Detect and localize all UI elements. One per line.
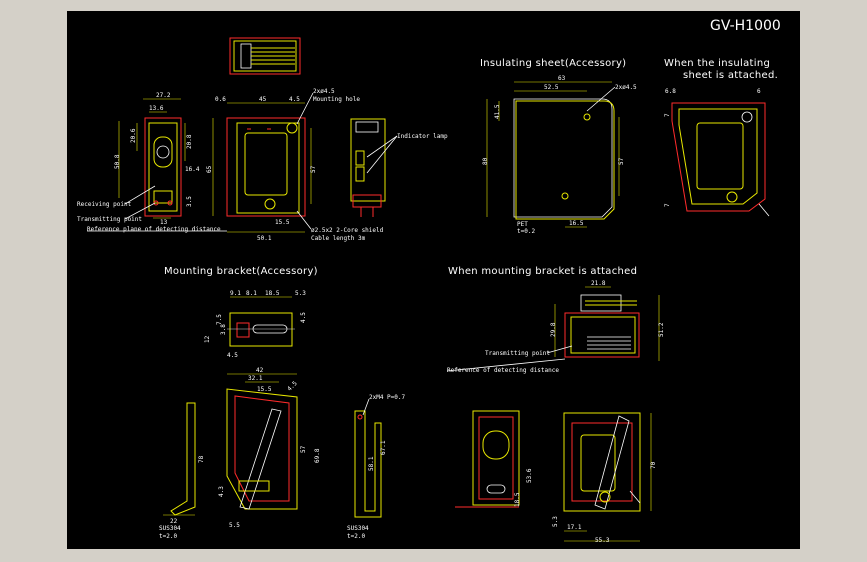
dim-4-5-b: 4.5 <box>300 312 307 323</box>
transmitting-point-2-label: Transmitting point <box>485 350 550 357</box>
dim-20-6: 20.6 <box>130 128 137 143</box>
bracket-attached-front-view: 53.6 18.5 <box>455 410 533 508</box>
dim-51-2: 51.2 <box>658 322 665 337</box>
dim-27-2: 27.2 <box>156 92 171 99</box>
cable-length-label: Cable length 3m <box>311 235 366 242</box>
mounting-hole-label: Mounting hole <box>313 96 360 103</box>
dim-4-3: 4.3 <box>218 486 225 497</box>
transmitting-point-label: Transmitting point <box>77 216 142 223</box>
dim-15-5: 15.5 <box>275 219 290 226</box>
dim-45: 45 <box>259 96 267 103</box>
dim-18-5: 18.5 <box>265 290 280 297</box>
sensor-top-view <box>229 37 301 75</box>
dim-16-4: 16.4 <box>185 166 200 173</box>
insulating-sheet-drawing: 63 52.5 2xø4.5 41.5 80 57 16.5 PET t=0.2 <box>482 75 637 235</box>
dim-69-8: 69.8 <box>314 448 321 463</box>
dim-4-5: 4.5 <box>289 96 300 103</box>
insulating-sheet-title: Insulating sheet(Accessory) <box>480 58 626 69</box>
dim-52-5: 52.5 <box>544 84 559 91</box>
dim-4-5-c: 4.5 <box>227 352 238 359</box>
dim-3-8: 3.8 <box>220 324 227 335</box>
dim-0-6: 0.6 <box>215 96 226 103</box>
cable-spec-label: ø2.5x2 2-Core shield <box>311 227 384 234</box>
dim-12: 12 <box>204 335 211 343</box>
dim-57-b: 57 <box>618 157 625 165</box>
sus-2-label: SUS304 <box>347 525 369 532</box>
dim-13-6: 13.6 <box>149 105 164 112</box>
dim-22: 22 <box>170 518 178 525</box>
pet-label: PET <box>517 221 528 228</box>
sus-1-label: SUS304 <box>159 525 181 532</box>
dim-21-8: 21.8 <box>591 280 606 287</box>
reference-plane-label: Reference plane of detecting distance <box>87 226 221 233</box>
dim-20-8: 20.8 <box>186 134 193 149</box>
dim-5-3: 5.3 <box>295 290 306 297</box>
pet-thickness-label: t=0.2 <box>517 228 535 235</box>
dim-78: 78 <box>198 455 205 463</box>
technical-drawing: GV-H1000 27.2 13.6 20.6 20.8 50.8 16.4 3… <box>77 18 781 544</box>
dim-41-5: 41.5 <box>494 104 501 119</box>
dim-5-3-b: 5.3 <box>552 516 559 527</box>
dim-15-5-b: 15.5 <box>257 386 272 393</box>
dim-5-5: 5.5 <box>229 522 240 529</box>
indicator-lamp-label: Indicator lamp <box>397 133 448 140</box>
dim-7: 7 <box>664 113 671 117</box>
sus-2-thickness: t=2.0 <box>347 533 365 540</box>
dim-32-1: 32.1 <box>248 375 263 382</box>
dim-6-8: 6.8 <box>665 88 676 95</box>
bracket-attached-title: When mounting bracket is attached <box>448 266 637 277</box>
dim-57-c: 57 <box>300 445 307 453</box>
mounting-bracket-title: Mounting bracket(Accessory) <box>164 266 318 277</box>
dim-6: 6 <box>757 88 761 95</box>
bracket-attached-side-view: 70 5.3 17.1 55.3 <box>552 412 657 544</box>
sensor-side-view: 0.6 45 4.5 65 57 15.5 50.1 2xø4.5 Mounti… <box>206 88 384 242</box>
mounting-hole-size-label: 2xø4.5 <box>313 88 335 95</box>
dim-8-1: 8.1 <box>246 290 257 297</box>
dim-16-5: 16.5 <box>569 220 584 227</box>
dim-7-b: 7 <box>664 203 671 207</box>
dim-53-6: 53.6 <box>526 468 533 483</box>
dim-63: 63 <box>558 75 566 82</box>
drawing-title: GV-H1000 <box>710 18 781 34</box>
reference-plane-2-label: Reference of detecting distance <box>447 367 559 374</box>
cad-drawing-viewport[interactable]: GV-H1000 27.2 13.6 20.6 20.8 50.8 16.4 3… <box>67 11 800 549</box>
dim-70: 70 <box>650 461 657 469</box>
dim-65: 65 <box>206 165 213 173</box>
dim-55-3: 55.3 <box>595 537 610 544</box>
dim-50-8: 50.8 <box>114 154 121 169</box>
sensor-front-view: 27.2 13.6 20.6 20.8 50.8 16.4 3.5 13 Rec… <box>77 92 227 233</box>
sensor-rear-view: Indicator lamp <box>350 118 448 217</box>
dim-50-1: 50.1 <box>257 235 272 242</box>
dim-57: 57 <box>310 165 317 173</box>
bracket-hole-label: 2xM4 P=0.7 <box>369 394 406 401</box>
dim-42: 42 <box>256 367 264 374</box>
mounting-bracket-top-view: 9.1 8.1 18.5 5.3 7.5 3.8 12 4.5 4.5 <box>204 290 307 359</box>
bracket-attached-top-view: 21.8 29.8 51.2 Transmitting point Refere… <box>446 280 665 374</box>
dim-29-8: 29.8 <box>550 322 557 337</box>
insulating-attached-title-1: When the insulating <box>664 58 770 69</box>
dim-7-5: 7.5 <box>216 314 223 325</box>
dim-17-1: 17.1 <box>567 524 582 531</box>
dim-18-5-b: 18.5 <box>514 492 521 507</box>
dim-58-1: 58.1 <box>368 456 375 471</box>
dim-67-1: 67.1 <box>380 440 387 455</box>
receiving-point-label: Receiving point <box>77 201 132 208</box>
dim-9-1: 9.1 <box>230 290 241 297</box>
dim-13: 13 <box>160 219 168 226</box>
dim-4-5-d: 4.5 <box>286 380 299 393</box>
mounting-bracket-side-views: 22 78 SUS304 t=2.0 42 32.1 15.5 4.5 57 6… <box>159 367 406 540</box>
dim-80: 80 <box>482 157 489 165</box>
insulating-attached-drawing: 6.8 6 7 7 <box>664 88 770 217</box>
sheet-hole-label: 2xø4.5 <box>615 84 637 91</box>
sus-1-thickness: t=2.0 <box>159 533 177 540</box>
insulating-attached-title-2: sheet is attached. <box>683 70 778 81</box>
dim-3-5: 3.5 <box>186 196 193 207</box>
